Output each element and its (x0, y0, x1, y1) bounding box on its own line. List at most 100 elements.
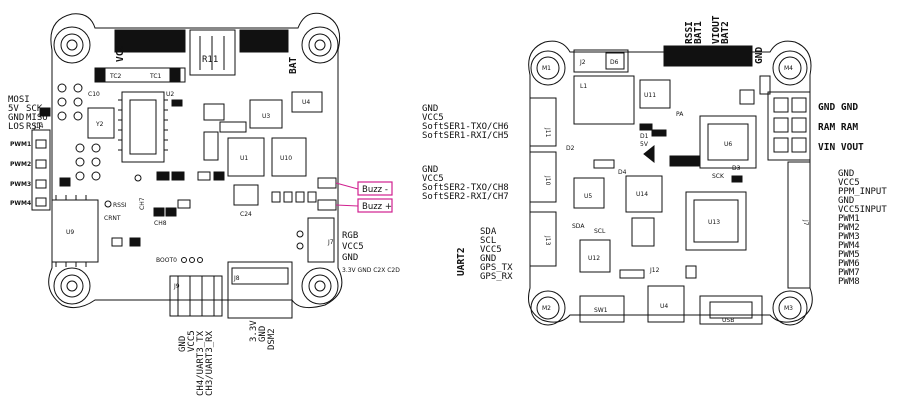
c10-label: C10 (88, 91, 100, 98)
m3-label: M3 (784, 305, 793, 312)
d1-label: D1 (640, 133, 649, 140)
u10-label: U10 (280, 155, 292, 162)
j10-txo: SoftSER2-TXO/CH8 (422, 183, 509, 193)
j13-label: J13 (544, 235, 551, 246)
sw1-label: SW1 (594, 307, 608, 314)
m1-label: M1 (542, 65, 551, 72)
c2-labels: 3.3V GND C2X C2D (342, 267, 400, 274)
j7-label-r: J7 (802, 219, 809, 226)
pair-ram: RAM RAM (818, 122, 858, 133)
scl-label-r: SCL (594, 228, 606, 235)
j10-vcc5: VCC5 (422, 174, 444, 184)
bat-label: BAT (288, 57, 299, 74)
los-label: LOS (8, 122, 24, 132)
j11-label: J11 (544, 127, 551, 138)
j7-pwm2: PWM2 (838, 223, 860, 233)
boot0-label: BOOT0 (156, 257, 177, 264)
u6-label: U6 (724, 141, 732, 148)
u4-label: U4 (302, 99, 310, 106)
u11-label: U11 (644, 92, 656, 99)
j7-pwm1: PWM1 (838, 214, 860, 224)
j11-vcc5: VCC5 (422, 113, 444, 123)
right-board-labels: RSSI BAT1 VIOUT BAT2 GND M1 M2 M3 M4 J2 … (422, 15, 887, 324)
j7-pwm5: PWM5 (838, 250, 860, 260)
tc1-label: TC1 (149, 73, 162, 80)
u12-label: U12 (588, 255, 600, 262)
rst-label: RST (26, 122, 43, 132)
j2-label: J2 (579, 59, 586, 66)
j8-gnd-label: GND (258, 326, 268, 342)
j11-gnd: GND (422, 104, 438, 114)
bat1-top-label: BAT1 (693, 21, 704, 44)
gnd-top-label: GND (754, 47, 765, 64)
j7-gnd1: GND (838, 169, 854, 179)
j13-scl: SCL (480, 236, 496, 246)
j9-gnd-label: GND (178, 336, 188, 352)
d2-label: D2 (566, 145, 575, 152)
rgb-label: RGB (342, 231, 358, 241)
5v-label-r: 5V (640, 141, 649, 148)
j12-label: J12 (649, 267, 660, 274)
tc2-label: TC2 (109, 73, 122, 80)
mosi-label: MOSI (8, 95, 30, 105)
right-board-outline (528, 40, 813, 323)
m2-label: M2 (542, 305, 551, 312)
l1-label: L1 (580, 83, 587, 90)
bat2-top-label: BAT2 (720, 21, 731, 44)
j13-gps-tx: GPS_TX (480, 263, 513, 273)
sck-label-r: SCK (712, 173, 725, 180)
pwm4-label: PWM4 (10, 200, 31, 207)
vcc-label: VCC (115, 45, 126, 62)
j8-dsm2-label: DSM2 (267, 328, 277, 350)
left-mount-holes (53, 26, 339, 305)
j10-rxi: SoftSER2-RXI/CH7 (422, 192, 509, 202)
j9-ch3-label: CH3/UART3_RX (205, 330, 215, 396)
c24-label: C24 (240, 211, 252, 218)
buzz-plus-label: Buzz + (362, 202, 392, 212)
j7-label: J7 (327, 239, 334, 246)
u3-label: U3 (262, 113, 270, 120)
u13-label: U13 (708, 219, 720, 226)
sda-label-r: SDA (572, 223, 585, 230)
pwm1-label: PWM1 (10, 141, 31, 148)
left-board (31, 12, 343, 319)
pair-vin: VIN VOUT (818, 142, 864, 153)
j7-pwm3: PWM3 (838, 232, 860, 242)
u14-label: U14 (636, 191, 648, 198)
j14-label: J14 (33, 123, 44, 130)
rssi-top-label: RSSI (684, 21, 695, 44)
vcc5-label: VCC5 (342, 242, 364, 252)
uart2-label: UART2 (456, 247, 467, 276)
usb-label: USB (722, 317, 734, 324)
j9-ch4-label: CH4/UART3_TX (196, 330, 206, 396)
right-mount-holes (530, 50, 808, 326)
j7-gnd2: GND (838, 196, 854, 206)
j11-txo: SoftSER1-TXO/CH6 (422, 122, 509, 132)
viout-top-label: VIOUT (711, 15, 722, 44)
y2-label: Y2 (95, 121, 104, 128)
d6-label: D6 (610, 59, 619, 66)
j7-pwm4: PWM4 (838, 241, 860, 251)
buzz-plus-box (357, 198, 393, 213)
j7-pwm7: PWM7 (838, 268, 860, 278)
pwm3-label: PWM3 (10, 181, 31, 188)
left-board-labels: VCC R11 BAT TC2 TC1 C10 U2 Y2 U3 U4 U1 U… (8, 45, 400, 396)
u9-label: U9 (66, 229, 74, 236)
buzz-minus-label: Buzz - (362, 185, 388, 195)
sck-label: SCK (26, 104, 43, 114)
pwm2-label: PWM2 (10, 161, 31, 168)
j13-vcc5: VCC5 (480, 245, 502, 255)
pa-label: PA (676, 111, 684, 118)
j13-gnd: GND (480, 254, 496, 264)
buzz-minus-box (357, 181, 393, 196)
rssi-label: RSSI (113, 202, 127, 209)
crnt-label: CRNT (104, 215, 121, 222)
ch7-label: CH7 (139, 197, 146, 210)
u4-label-r: U4 (660, 303, 668, 310)
miso-label: MISO (26, 113, 48, 123)
j9-label: J9 (173, 283, 180, 290)
j11-rxi: SoftSER1-RXI/CH5 (422, 131, 509, 141)
right-board (528, 40, 813, 326)
u2-label: U2 (166, 91, 174, 98)
